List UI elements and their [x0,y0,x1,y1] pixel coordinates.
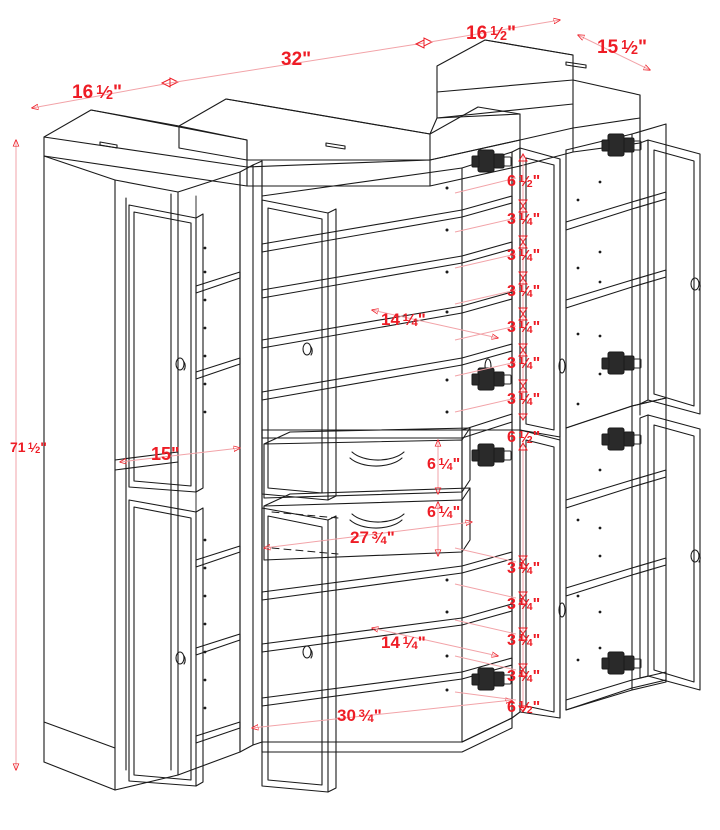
right-cabinet [558,117,701,719]
cabinet-geometry [43,39,701,793]
hinge-icon [471,149,512,173]
hinge-icon [471,443,512,467]
hinge-set [471,133,642,691]
hinge-icon [471,367,512,391]
hinge-icon [601,133,642,157]
dimension-lines [16,20,650,770]
left-cabinet [43,109,248,791]
center-cabinet [178,39,641,793]
dim-left-interior-width: 15" [151,444,180,464]
hinge-icon [601,651,642,675]
hinge-icon [601,351,642,375]
center-left-partition [239,160,263,753]
dim-top-center-width: 32" [281,49,312,70]
hinge-icon [601,427,642,451]
hinge-icon [471,667,512,691]
